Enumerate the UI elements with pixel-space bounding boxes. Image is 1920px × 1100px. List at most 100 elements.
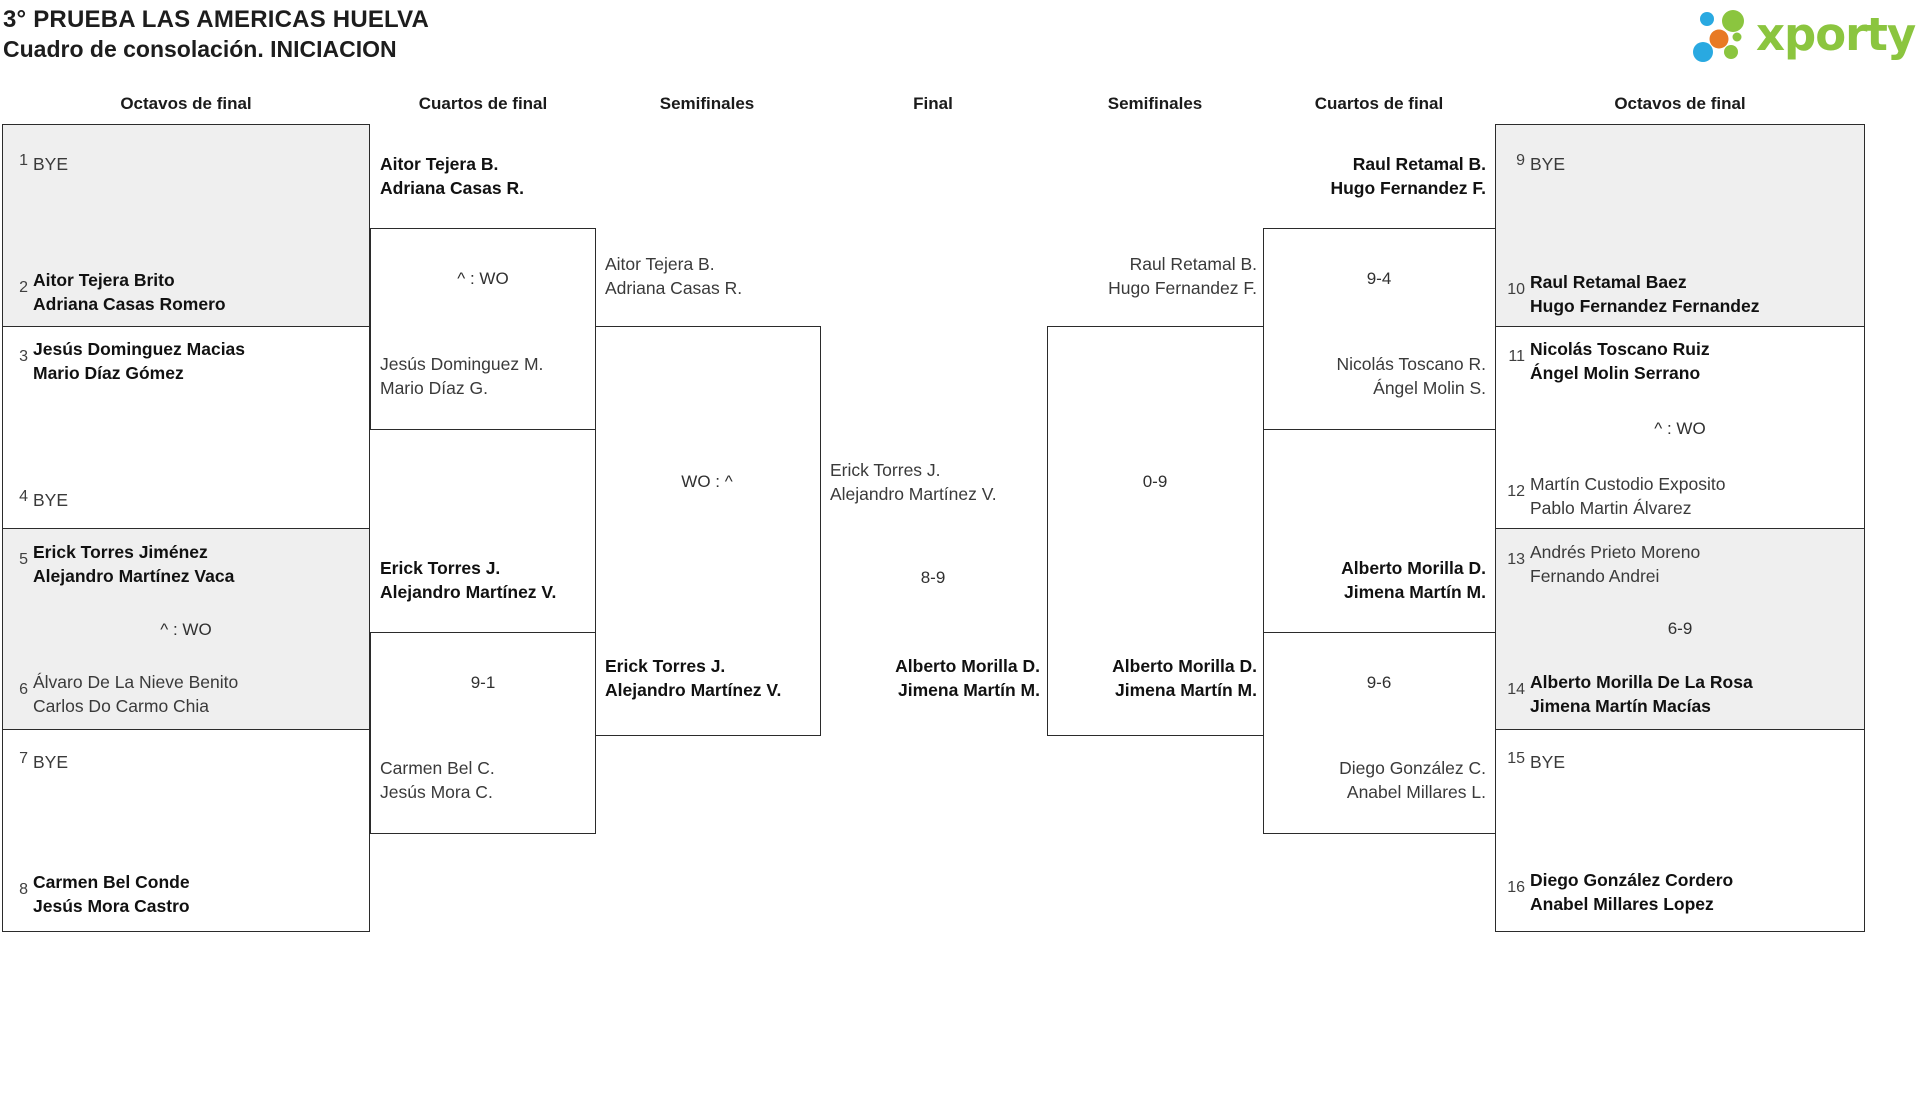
seed-7: 7 BYE [19,750,69,774]
semifinal-left-score: WO : ^ [681,472,733,491]
octavos-left-column [2,124,370,932]
seed-13: 13 Andrés Prieto Moreno Fernando Andrei [1507,540,1701,588]
semifinal-right-winner: Alberto Morilla D. Jimena Martín M. [1112,656,1257,700]
team-name: Erick Torres Jiménez Alejandro Martínez … [33,542,235,586]
octavos-left-wo-note: ^ : WO [160,620,212,639]
seed-number: 13 [1507,551,1525,568]
final-score: 8-9 [920,568,946,587]
seed-2: 2 Aitor Tejera Brito Adriana Casas Romer… [19,268,226,316]
cuartos-right-1-winner: Raul Retamal B. Hugo Fernandez F. [1330,154,1486,198]
team-name: Diego González Cordero Anabel Millares L… [1530,870,1734,914]
seed-8: 8 Carmen Bel Conde Jesús Mora Castro [19,870,190,918]
seed-4: 4 BYE [19,488,69,512]
cuartos-left-1-winner: Aitor Tejera B. Adriana Casas R. [380,154,524,198]
seed-14: 14 Alberto Morilla De La Rosa Jimena Mar… [1507,670,1753,718]
xporty-logo-text: xporty [1756,8,1916,61]
team-name: BYE [1530,752,1566,772]
seed-11: 11 Nicolás Toscano Ruiz Ángel Molin Serr… [1508,337,1710,385]
cuartos-left-2-score: 9-1 [470,673,496,692]
cuartos-left-2-winner: Erick Torres J. Alejandro Martínez V. [380,558,557,602]
semifinal-left-team: Aitor Tejera B. Adriana Casas R. [605,254,743,298]
octavos-right-match-13-14-box [1496,528,1864,729]
seed-number: 1 [19,152,28,169]
cuartos-left-2-loser: Carmen Bel C. Jesús Mora C. [380,758,495,802]
xporty-logo: xporty [1688,4,1916,70]
team-name: BYE [33,752,69,772]
divider [3,326,369,327]
page-title: 3° PRUEBA LAS AMERICAS HUELVA [3,6,430,33]
seed-5: 5 Erick Torres Jiménez Alejandro Martíne… [19,540,235,588]
seed-1: 1 BYE [19,152,69,176]
team-name: Carmen Bel Conde Jesús Mora Castro [33,872,190,916]
team-name: BYE [33,154,69,174]
semifinal-left-winner: Erick Torres J. Alejandro Martínez V. [605,656,782,700]
team-name: BYE [33,490,69,510]
seed-number: 12 [1507,483,1525,500]
seed-number: 9 [1516,152,1525,169]
seed-number: 6 [19,681,28,698]
header-octavos-right: Octavos de final [1614,94,1746,113]
divider [1496,528,1864,529]
cuartos-right-1-loser: Nicolás Toscano R. Ángel Molin S. [1336,354,1486,398]
xporty-logo-dots-icon [1693,10,1744,62]
seed-10: 10 Raul Retamal Baez Hugo Fernandez Fern… [1507,270,1759,318]
cuartos-left-1-loser: Jesús Dominguez M. Mario Díaz G. [380,354,544,398]
team-name: BYE [1530,154,1566,174]
cuartos-right-2-score: 9-6 [1366,673,1392,692]
divider [1496,729,1864,730]
seed-3: 3 Jesús Dominguez Macias Mario Díaz Góme… [19,337,246,385]
octavos-right-score: 6-9 [1667,619,1693,638]
seed-number: 16 [1507,879,1525,896]
divider [1496,326,1864,327]
cuartos-right-2-loser: Diego González C. Anabel Millares L. [1339,758,1486,802]
seed-number: 11 [1508,348,1525,365]
cuartos-right-match-2-box [1263,632,1496,834]
cuartos-right-match-1-box [1263,228,1496,430]
final-finalist-left: Erick Torres J. Alejandro Martínez V. [830,460,997,504]
octavos-left-match-1-2-box [3,125,369,326]
seed-number: 14 [1507,681,1525,698]
team-name: Jesús Dominguez Macias Mario Díaz Gómez [33,339,246,383]
seed-number: 7 [19,750,28,767]
final-champion: Alberto Morilla D. Jimena Martín M. [895,656,1040,700]
octavos-right-column [1495,124,1865,932]
octavos-right-match-9-10-box [1496,125,1864,326]
semifinal-right-team: Raul Retamal B. Hugo Fernandez F. [1108,254,1257,298]
seed-9: 9 BYE [1516,152,1566,176]
header-cuartos-left: Cuartos de final [418,94,548,113]
seed-number: 15 [1507,750,1525,767]
team-name: Alberto Morilla De La Rosa Jimena Martín… [1530,672,1753,716]
semifinal-left-box [595,326,821,736]
header-final: Final [913,94,953,113]
octavos-right-wo-note: ^ : WO [1654,419,1706,438]
semifinal-right-box [1047,326,1264,736]
semifinal-right-score: 0-9 [1142,472,1168,491]
seed-6: 6 Álvaro De La Nieve Benito Carlos Do Ca… [19,670,239,718]
seed-number: 3 [19,348,28,365]
cuartos-left-match-2-box [370,632,596,834]
header-cuartos-right: Cuartos de final [1314,94,1444,113]
cuartos-right-2-winner: Alberto Morilla D. Jimena Martín M. [1341,558,1486,602]
octavos-left-match-5-6-box [3,528,369,729]
divider [3,729,369,730]
seed-number: 8 [19,881,28,898]
team-name: Aitor Tejera Brito Adriana Casas Romero [33,270,226,314]
seed-12: 12 Martín Custodio Exposito Pablo Martin… [1507,472,1725,520]
cuartos-left-match-1-box [370,228,596,430]
team-name: Andrés Prieto Moreno Fernando Andrei [1530,542,1701,586]
team-name: Nicolás Toscano Ruiz Ángel Molin Serrano [1530,339,1710,383]
cuartos-right-1-score: 9-4 [1366,269,1392,288]
divider [3,528,369,529]
header-semifinales-left: Semifinales [659,94,755,113]
header-octavos-left: Octavos de final [120,94,252,113]
header-semifinales-right: Semifinales [1107,94,1203,113]
page-subtitle: Cuadro de consolación. INICIACION [3,36,397,62]
seed-16: 16 Diego González Cordero Anabel Millare… [1507,868,1734,916]
seed-number: 5 [19,551,28,568]
seed-number: 2 [19,279,28,296]
cuartos-left-1-score: ^ : WO [457,269,509,288]
seed-number: 10 [1507,281,1525,298]
seed-number: 4 [19,488,28,505]
team-name: Álvaro De La Nieve Benito Carlos Do Carm… [33,672,239,716]
